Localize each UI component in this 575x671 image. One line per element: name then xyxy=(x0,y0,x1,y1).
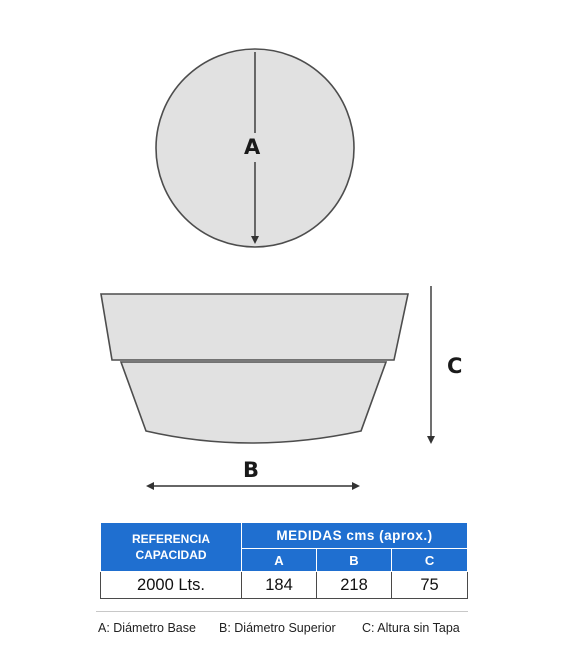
measures-header: MEDIDAS cms (aprox.) xyxy=(240,522,469,549)
value-c-cell: 75 xyxy=(390,571,469,599)
legend-c: C: Altura sin Tapa xyxy=(362,621,460,635)
legend-a: A: Diámetro Base xyxy=(98,621,196,635)
dimension-a-arrowhead xyxy=(251,236,259,244)
column-a-header: A xyxy=(241,548,317,572)
tank-diagram xyxy=(100,48,435,490)
reference-header-line1: REFERENCIA xyxy=(131,532,210,546)
reference-header-line2: CAPACIDAD xyxy=(135,548,207,562)
legend-b: B: Diámetro Superior xyxy=(219,621,336,635)
tank-top-view xyxy=(155,48,355,248)
tank-rim xyxy=(100,293,409,361)
table-row: 2000 Lts. 184 218 75 xyxy=(100,571,469,599)
label-b: B xyxy=(243,458,260,482)
dimension-b-arrowhead-right xyxy=(352,482,360,490)
legend-divider xyxy=(96,611,468,612)
dimension-c-arrowhead xyxy=(427,436,435,444)
value-a-cell: 184 xyxy=(241,571,317,599)
measurements-table: REFERENCIA CAPACIDAD MEDIDAS cms (aprox.… xyxy=(100,522,469,599)
tank-body xyxy=(119,361,388,444)
reference-capacity-header: REFERENCIA CAPACIDAD xyxy=(100,522,242,572)
column-c-header: C xyxy=(390,548,469,572)
column-b-header: B xyxy=(316,548,392,572)
value-b-cell: 218 xyxy=(316,571,392,599)
label-c: C xyxy=(447,354,463,378)
dimension-b-arrowhead-left xyxy=(146,482,154,490)
label-a: A xyxy=(244,135,261,159)
capacity-cell: 2000 Lts. xyxy=(100,571,242,599)
